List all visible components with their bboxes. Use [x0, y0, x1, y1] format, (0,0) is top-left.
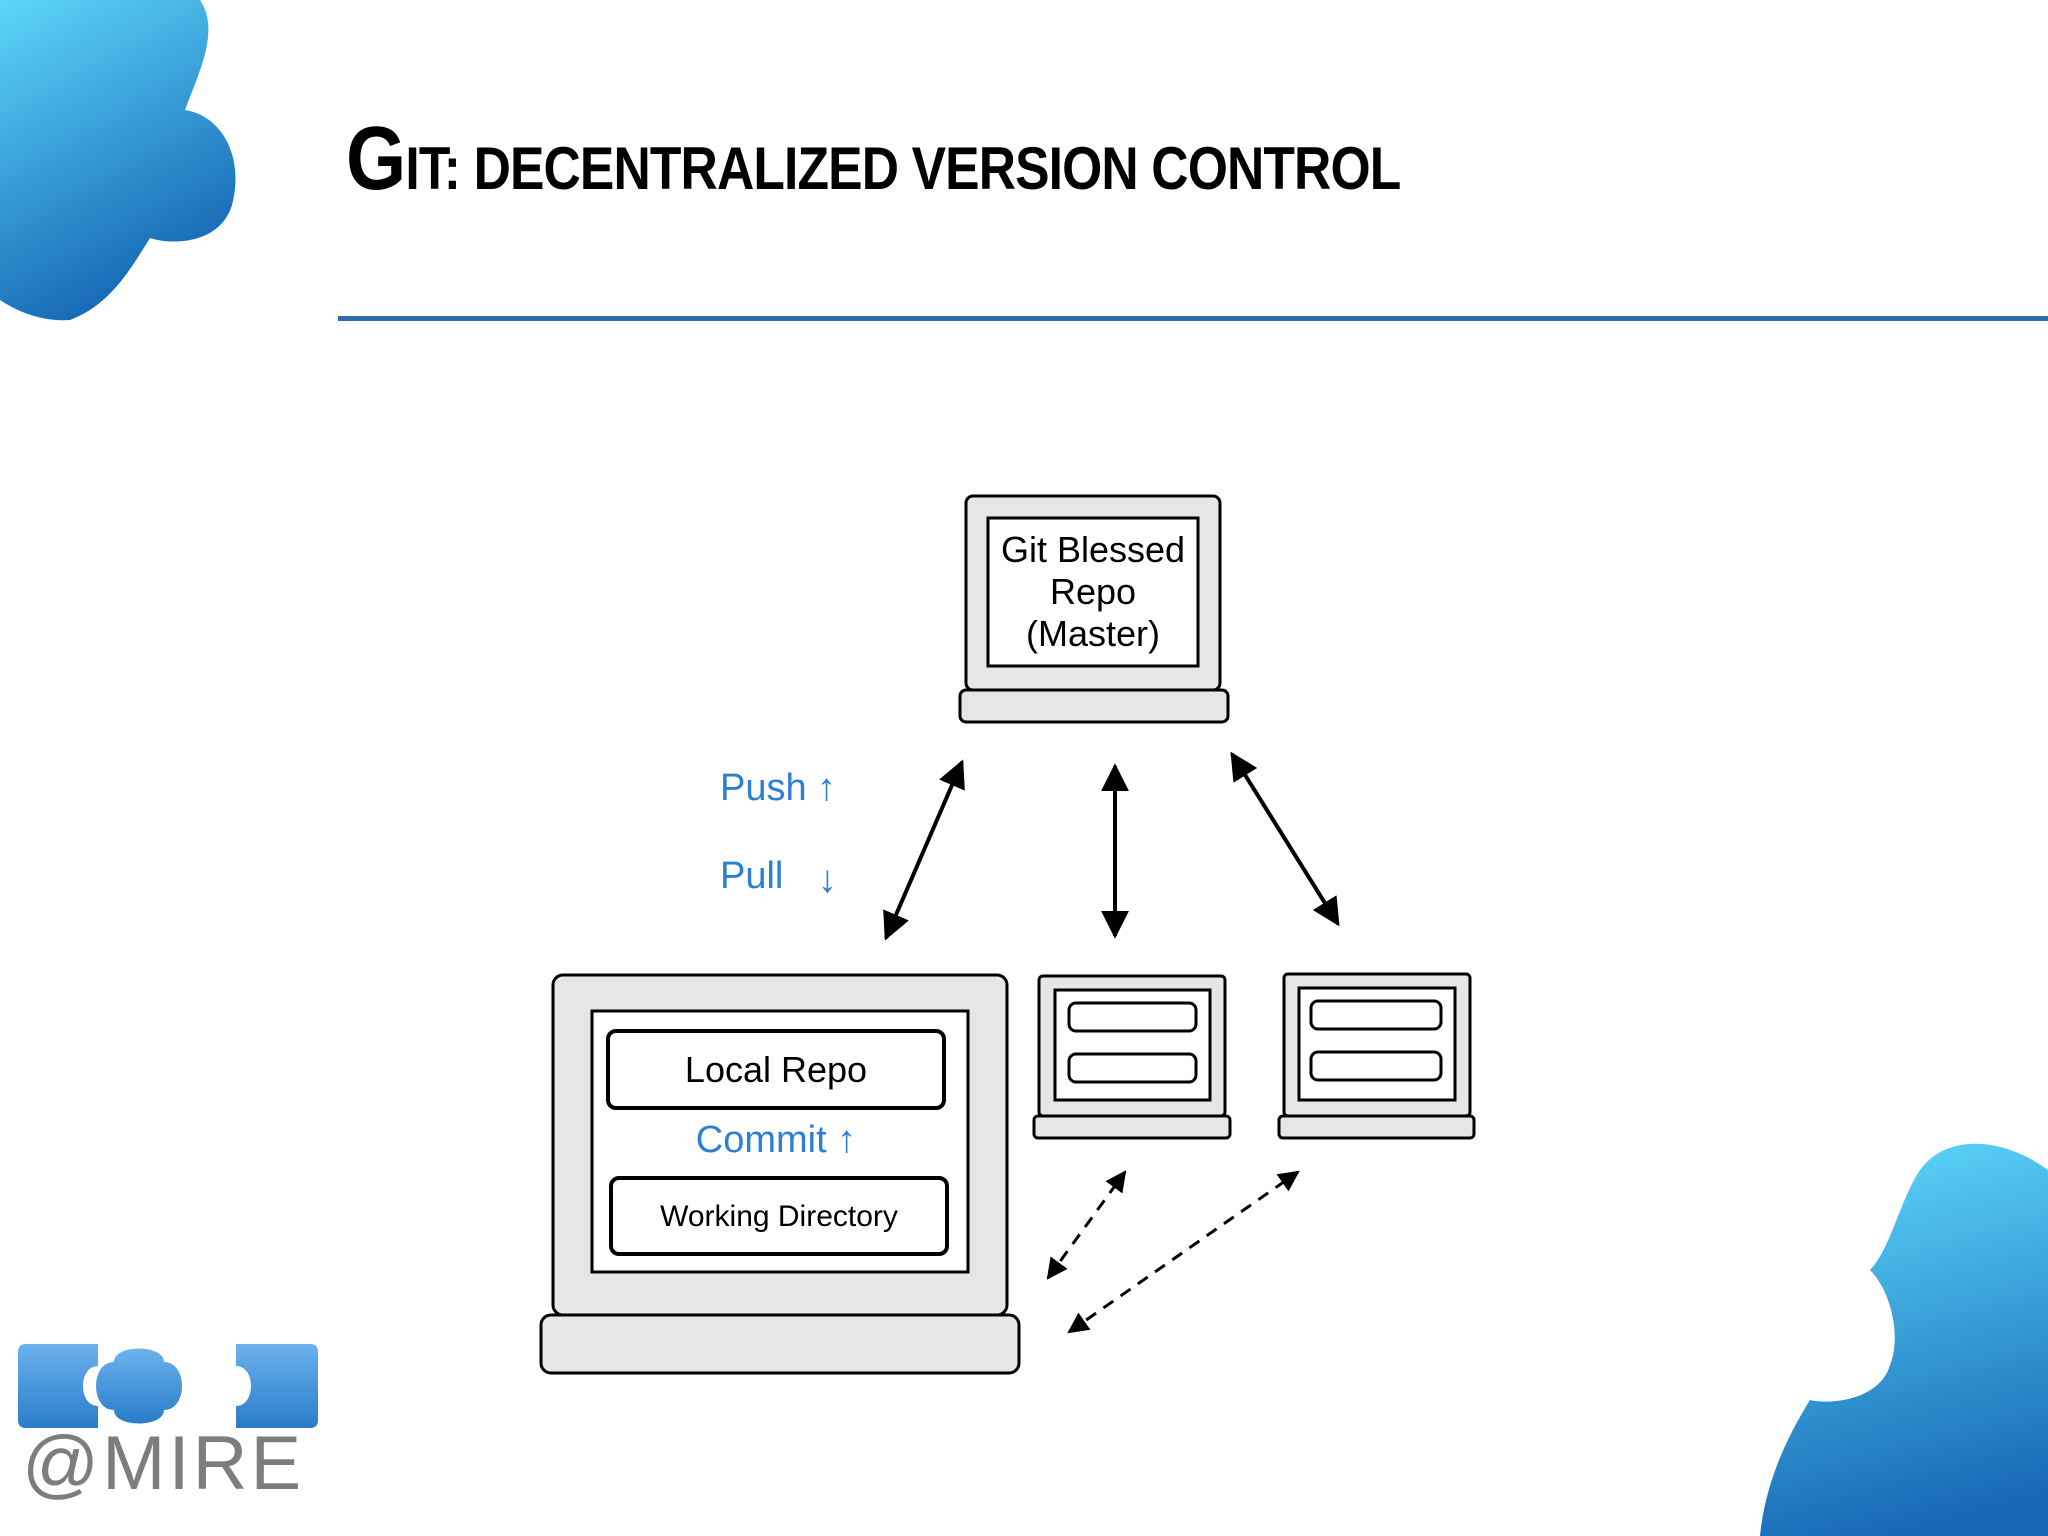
dashed-arrow-local-to-peer2 — [1067, 1170, 1300, 1334]
arrow-peer2-to-master — [1230, 751, 1340, 927]
commit-label: Commit ↑ — [696, 1119, 856, 1161]
master-label-line2: Repo — [1050, 571, 1136, 612]
mire-logo-icon — [18, 1344, 318, 1428]
working-directory-label: Working Directory — [660, 1200, 898, 1233]
peer-laptop-1 — [1032, 974, 1232, 1140]
local-repo-label: Local Repo — [685, 1049, 867, 1090]
local-repo-box — [606, 1029, 946, 1110]
arrow-local-to-master — [883, 759, 965, 941]
puzzle-piece-top-left-icon — [0, 0, 236, 321]
puzzle-piece-bottom-right-icon — [1760, 1143, 2048, 1536]
pull-arrow: ↓ — [818, 859, 837, 901]
local-laptop: Local Repo Commit ↑ Working Directory — [539, 973, 1021, 1375]
master-label-line3: (Master) — [1026, 613, 1160, 654]
pull-label: Pull — [720, 855, 783, 897]
master-label-line1: Git Blessed — [1001, 529, 1185, 570]
dashed-arrow-local-to-peer1 — [1046, 1170, 1127, 1280]
master-laptop: Git Blessed Repo (Master) — [958, 494, 1230, 724]
peer-laptop-2 — [1277, 972, 1476, 1140]
slide-title: GIT: DECENTRALIZED VERSION CONTROL — [346, 109, 1401, 209]
title-divider — [338, 316, 2048, 321]
push-label: Push ↑ — [720, 767, 836, 809]
mire-logo-text: @MIRE — [22, 1421, 305, 1506]
working-directory-box — [609, 1176, 949, 1256]
